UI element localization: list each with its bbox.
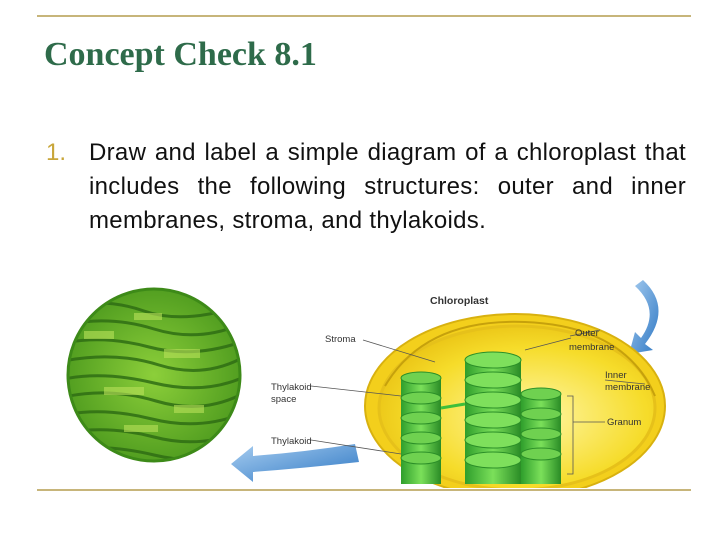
- chloroplast-micrograph-image: [66, 287, 242, 463]
- label-outer-membrane-line1: Outer: [575, 328, 599, 339]
- label-outer-membrane-line2: membrane: [569, 342, 614, 353]
- label-granum: Granum: [607, 417, 641, 428]
- granum-stack-left: [400, 371, 442, 484]
- left-arrow-icon: [231, 444, 359, 482]
- top-rule: [37, 15, 691, 17]
- granum-stack-center: [464, 351, 522, 484]
- diagram-title: Chloroplast: [430, 295, 489, 307]
- question-number: 1.: [46, 139, 67, 166]
- bottom-rule: [37, 489, 691, 491]
- chloroplast-diagram: Chloroplast Stroma Thylakoid space Thyla…: [231, 280, 666, 488]
- label-stroma: Stroma: [325, 334, 356, 345]
- label-thylakoid: Thylakoid: [271, 436, 312, 447]
- label-thylakoid-space-line1: Thylakoid: [271, 382, 312, 393]
- curved-arrow-icon: [629, 280, 659, 354]
- label-inner-membrane-line1: Inner: [605, 370, 627, 381]
- page-title: Concept Check 8.1: [44, 36, 317, 73]
- label-thylakoid-space-line2: space: [271, 394, 296, 405]
- granum-stack-right: [520, 387, 562, 484]
- label-inner-membrane-line2: membrane: [605, 382, 650, 393]
- question-item: 1. Draw and label a simple diagram of a …: [46, 136, 686, 238]
- question-text: Draw and label a simple diagram of a chl…: [89, 139, 686, 234]
